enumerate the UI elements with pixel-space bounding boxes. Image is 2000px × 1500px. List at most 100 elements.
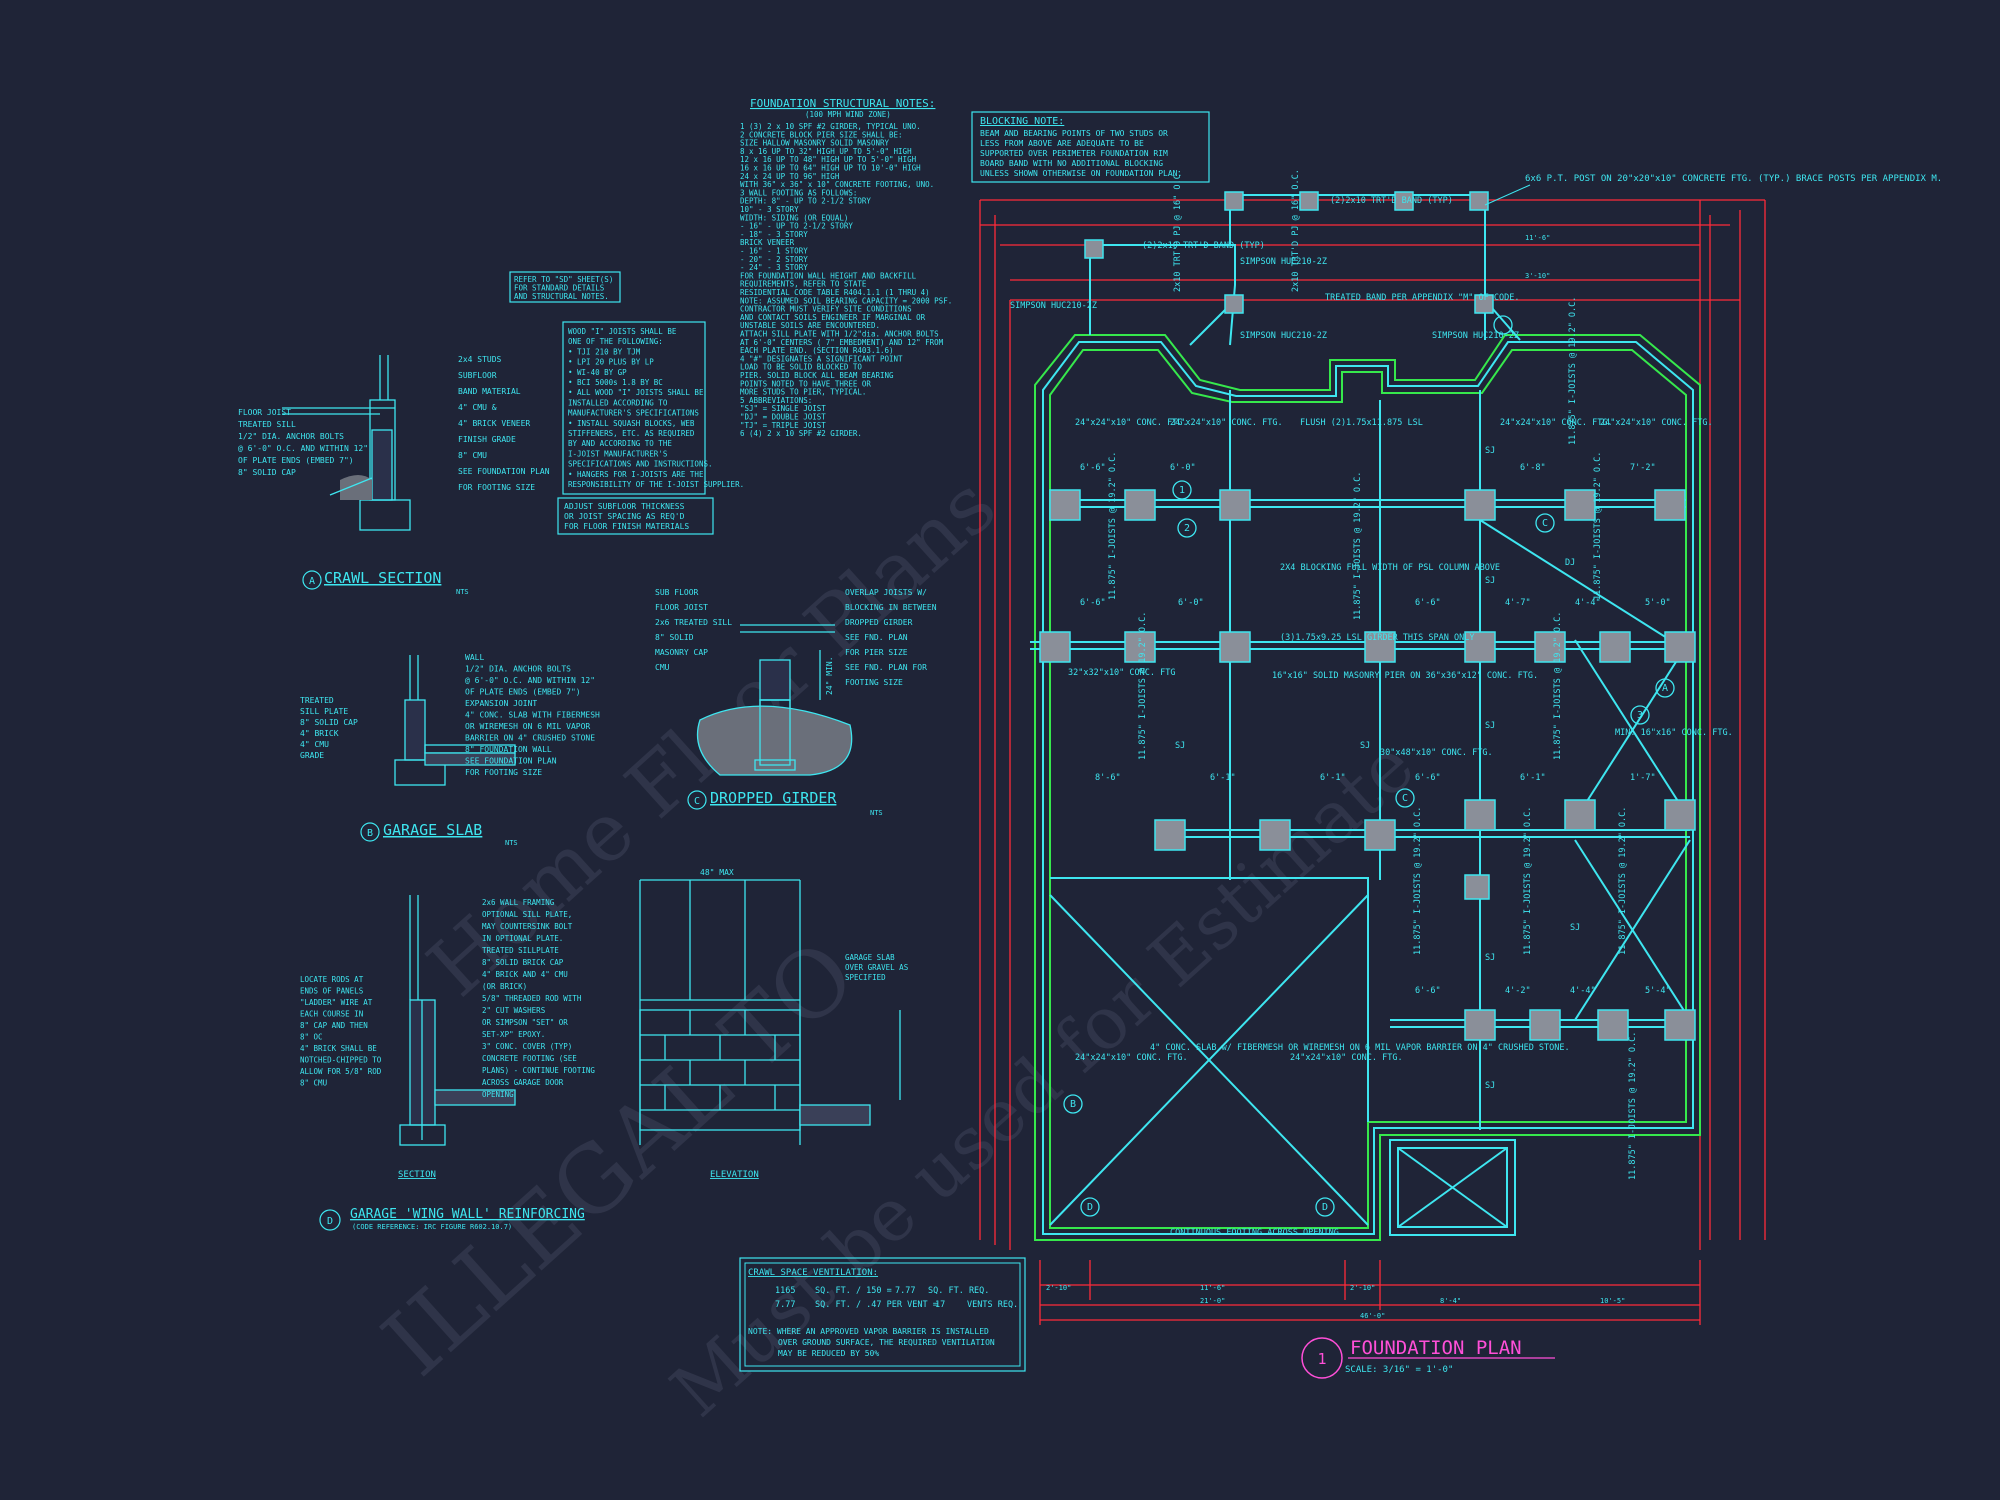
pier bbox=[1084, 239, 1104, 259]
sj-label: SJ bbox=[1360, 741, 1370, 751]
note-line: "DJ" = DOUBLE JOIST bbox=[740, 413, 826, 422]
garage-slab-label: 8" FOUNDATION WALL bbox=[465, 745, 552, 754]
garage-slab-left-label: GRADE bbox=[300, 751, 324, 760]
dimension: 5'-4" bbox=[1645, 986, 1671, 996]
wing-wall-left-label: "LADDER" WIRE AT bbox=[300, 998, 373, 1007]
footing-label: 30"x48"x10" CONC. FTG. bbox=[1380, 748, 1493, 758]
dropped-girder-label: DROPPED GIRDER bbox=[845, 618, 913, 627]
note-line: AT 6'-0" CENTERS ( 7" EMBEDMENT) AND 12"… bbox=[740, 338, 944, 347]
joist-note-line: • HANGERS FOR I-JOISTS ARE THE bbox=[568, 470, 704, 479]
joist-label: 11.875" I-JOISTS @ 19.2" O.C. bbox=[1618, 807, 1628, 955]
note-line: 5 ABBREVIATIONS: bbox=[740, 396, 812, 405]
pier bbox=[1364, 819, 1396, 851]
note-line: 2 CONCRETE BLOCK PIER SIZE SHALL BE: bbox=[740, 130, 903, 139]
note-line: 4 "#" DESIGNATES A SIGNIFICANT POINT bbox=[740, 354, 903, 363]
pier bbox=[1464, 874, 1490, 900]
tag-d: D bbox=[1322, 1202, 1328, 1213]
joist-note-line: • TJI 210 BY TJM bbox=[568, 347, 641, 356]
dropped-girder-title: DROPPED GIRDER bbox=[710, 789, 837, 807]
joist-note-line: SPECIFICATIONS AND INSTRUCTIONS. bbox=[568, 460, 713, 469]
wing-wall-label: OPENING bbox=[482, 1090, 514, 1099]
note-line: - 16" - 1 STORY bbox=[740, 247, 808, 256]
dimension: 4'-4" bbox=[1570, 986, 1596, 996]
crawl-left-label: @ 6'-0" O.C. AND WITHIN 12" bbox=[238, 444, 368, 453]
joist-label: 11.875" I-JOISTS @ 19.2" O.C. bbox=[1553, 612, 1563, 760]
elevation-label: ELEVATION bbox=[710, 1170, 759, 1180]
wing-wall-left-label: 8" CMU bbox=[300, 1079, 327, 1088]
pier bbox=[1464, 631, 1496, 663]
pier bbox=[1664, 631, 1696, 663]
refer-note-line: FOR STANDARD DETAILS bbox=[514, 284, 605, 293]
dimension: 11'-6" bbox=[1525, 234, 1550, 242]
crawl-nts: NTS bbox=[456, 588, 469, 596]
notes-subtitle: (100 MPH WIND ZONE) bbox=[805, 110, 891, 119]
dropped-girder-left-label: 8" SOLID bbox=[655, 633, 694, 642]
crawl-label: FOR FOOTING SIZE bbox=[458, 483, 535, 492]
pier bbox=[1654, 489, 1686, 521]
girder-dim: 24" MIN. bbox=[825, 656, 834, 695]
dimension: 5'-0" bbox=[1645, 598, 1671, 608]
garage-slab-label: 4" CONC. SLAB WITH FIBERMESH bbox=[465, 711, 600, 720]
crawl-left-label: OF PLATE ENDS (EMBED 7") bbox=[238, 456, 354, 465]
dimension: 46'-0" bbox=[1360, 1312, 1385, 1320]
note-line: EACH PLATE END. (SECTION R403.1.6) bbox=[740, 346, 894, 355]
blocking-label: 2X4 BLOCKING FULL WIDTH OF PSL COLUMN AB… bbox=[1280, 563, 1500, 573]
notes-title: FOUNDATION STRUCTURAL NOTES: bbox=[750, 97, 935, 110]
crawl-left-label: FLOOR JOIST bbox=[238, 408, 291, 417]
wing-wall-label: (OR BRICK) bbox=[482, 982, 527, 991]
dimension: 6'-1" bbox=[1210, 773, 1236, 783]
tag-d: D bbox=[1087, 1202, 1093, 1213]
dimension: 6'-0" bbox=[1170, 463, 1196, 473]
wing-wall-label: MAY COUNTERSINK BOLT bbox=[482, 922, 573, 931]
garage-slab-label: 1/2" DIA. ANCHOR BOLTS bbox=[465, 665, 571, 674]
joist-note-line: BY AND ACCORDING TO THE bbox=[568, 439, 672, 448]
joist-note-line: • INSTALL SQUASH BLOCKS, WEB bbox=[568, 419, 695, 428]
crawl-left-label: TREATED SILL bbox=[238, 420, 296, 429]
wing-wall-left-label: EACH COURSE IN bbox=[300, 1010, 363, 1019]
pier bbox=[1394, 191, 1414, 211]
joist-note-line: STIFFENERS, ETC. AS REQUIRED bbox=[568, 429, 695, 438]
joist-note-line: ONE OF THE FOLLOWING: bbox=[568, 337, 663, 346]
piers bbox=[1039, 191, 1696, 1041]
pier bbox=[1464, 1009, 1496, 1041]
joist-note-line: • ALL WOOD "I" JOISTS SHALL BE bbox=[568, 388, 704, 397]
footing-label: 24"x24"x10" CONC. FTG. bbox=[1600, 418, 1713, 428]
joist-note-line: • LPI 20 PLUS BY LP bbox=[568, 358, 654, 367]
dropped-girder-left-label: 2x6 TREATED SILL bbox=[655, 618, 732, 627]
garage-slab-left-label: SILL PLATE bbox=[300, 707, 348, 716]
pier bbox=[1124, 631, 1156, 663]
joist-label: 11.875" I-JOISTS @ 19.2" O.C. bbox=[1593, 452, 1603, 600]
wing-wall-slab-label: GARAGE SLAB bbox=[845, 953, 895, 962]
garage-slab-left-label: TREATED bbox=[300, 696, 334, 705]
note-line: RESIDENTIAL CODE TABLE R404.1.1 (1 THRU … bbox=[740, 288, 930, 297]
adjust-note-line: ADJUST SUBFLOOR THICKNESS bbox=[564, 502, 685, 511]
note-line: 10" - 3 STORY bbox=[740, 205, 799, 214]
garage-slab-label: @ 6'-0" O.C. AND WITHIN 12" bbox=[465, 676, 595, 685]
wing-wall-label: SET-XP" EPOXY. bbox=[482, 1030, 545, 1039]
note-line: 8 x 16 UP TO 32" HIGH UP TO 5'-0" HIGH bbox=[740, 147, 912, 156]
note-line: - 18" - 3 STORY bbox=[740, 230, 808, 239]
pier bbox=[1534, 631, 1566, 663]
joist-label: 11.875" I-JOISTS @ 19.2" O.C. bbox=[1568, 297, 1578, 445]
dimension: 4'-2" bbox=[1505, 986, 1531, 996]
pier bbox=[1259, 819, 1291, 851]
dropped-girder-labels: OVERLAP JOISTS W/BLOCKING IN BETWEENDROP… bbox=[655, 588, 937, 687]
pier bbox=[1154, 819, 1186, 851]
notes-lines: 1 (3) 2 x 10 SPF #2 GIRDER, TYPICAL UNO.… bbox=[740, 122, 952, 438]
crawl-label: SUBFLOOR bbox=[458, 371, 497, 380]
joist-label: 11.875" I-JOISTS @ 19.2" O.C. bbox=[1523, 807, 1533, 955]
detail-dropped-girder: OVERLAP JOISTS W/BLOCKING IN BETWEENDROP… bbox=[655, 588, 937, 817]
note-line: 12 x 16 UP TO 48" HIGH UP TO 5'-0" HIGH bbox=[740, 155, 917, 164]
note-line: AND CONTACT SOILS ENGINEER IF MARGINAL O… bbox=[740, 313, 926, 322]
footing-label: 24"x24"x10" CONC. FTG. bbox=[1170, 418, 1283, 428]
crawl-title: CRAWL SECTION bbox=[324, 569, 441, 587]
wing-wall-left-label: LOCATE RODS AT bbox=[300, 975, 364, 984]
dimension: 8'-6" bbox=[1095, 773, 1121, 783]
simpson-label: SIMPSON HUC210-2Z bbox=[1240, 257, 1327, 267]
masonry-pier-label: 16"x16" SOLID MASONRY PIER ON 36"x36"x12… bbox=[1272, 671, 1538, 681]
dropped-girder-label: FOOTING SIZE bbox=[845, 678, 903, 687]
structural-notes: FOUNDATION STRUCTURAL NOTES: (100 MPH WI… bbox=[740, 97, 952, 438]
crawl-label: 4" BRICK VENEER bbox=[458, 419, 530, 428]
tag-c: C bbox=[1402, 793, 1408, 804]
